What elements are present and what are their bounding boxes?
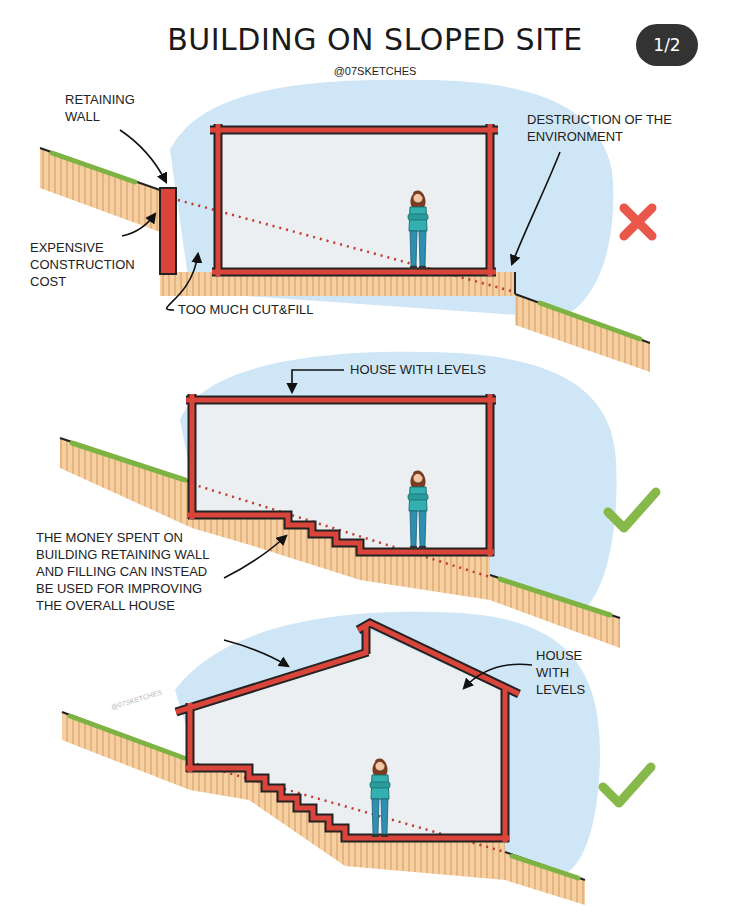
callout-text: EXPENSIVE CONSTRUCTION COST bbox=[30, 240, 148, 291]
callout-text: DESTRUCTION OF THE ENVIRONMENT bbox=[527, 112, 677, 146]
callout-text: TOO MUCH CUT&FILL bbox=[178, 302, 314, 319]
page-counter-pill: 1/2 bbox=[636, 24, 698, 66]
callout-text: HOUSE WITH LEVELS bbox=[536, 648, 606, 699]
callout-text: HOUSE WITH LEVELS bbox=[350, 362, 486, 379]
handle: @07SKETCHES bbox=[334, 64, 417, 78]
counter-text: 1/2 bbox=[653, 35, 680, 55]
callout-text: RETAINING WALL bbox=[65, 92, 160, 126]
note-text: THE MONEY SPENT ON BUILDING RETAINING WA… bbox=[36, 530, 218, 614]
title: BUILDING ON SLOPED SITE bbox=[167, 22, 583, 57]
watermark: @07SKETCHES bbox=[110, 688, 163, 712]
